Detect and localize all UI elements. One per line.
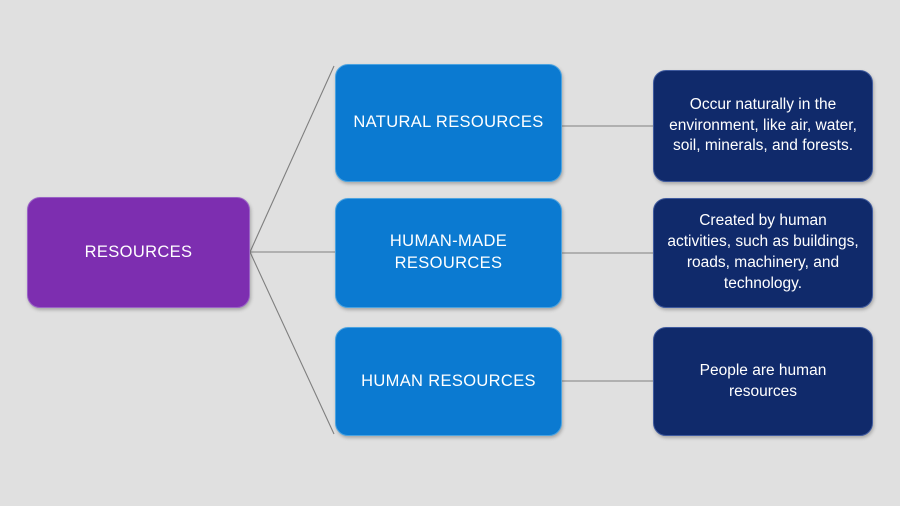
node-resources-root[interactable]: RESOURCES bbox=[27, 197, 250, 308]
node-natural-resources[interactable]: NATURAL RESOURCES bbox=[335, 64, 562, 182]
node-human-resources-detail[interactable]: People are human resources bbox=[653, 327, 873, 436]
node-human-made-resources-label: HUMAN-MADE RESOURCES bbox=[389, 232, 508, 272]
node-human-resources-detail-label: People are human resources bbox=[699, 361, 827, 400]
node-human-made-resources[interactable]: HUMAN-MADE RESOURCES bbox=[335, 198, 562, 308]
node-natural-resources-label: NATURAL RESOURCES bbox=[353, 113, 544, 132]
node-human-resources[interactable]: HUMAN RESOURCES bbox=[335, 327, 562, 436]
node-natural-resources-detail[interactable]: Occur naturally in the environment, like… bbox=[653, 70, 873, 182]
node-natural-resources-detail-label: Occur naturally in the environment, like… bbox=[669, 95, 857, 155]
node-resources-root-label: RESOURCES bbox=[84, 243, 193, 261]
node-human-made-resources-detail[interactable]: Created by human activities, such as bui… bbox=[653, 198, 873, 308]
connector-root-to-natural bbox=[249, 65, 335, 253]
node-human-resources-label: HUMAN RESOURCES bbox=[361, 371, 536, 390]
node-human-made-resources-detail-label: Created by human activities, such as bui… bbox=[667, 212, 859, 292]
connector-root-to-human bbox=[249, 251, 335, 435]
